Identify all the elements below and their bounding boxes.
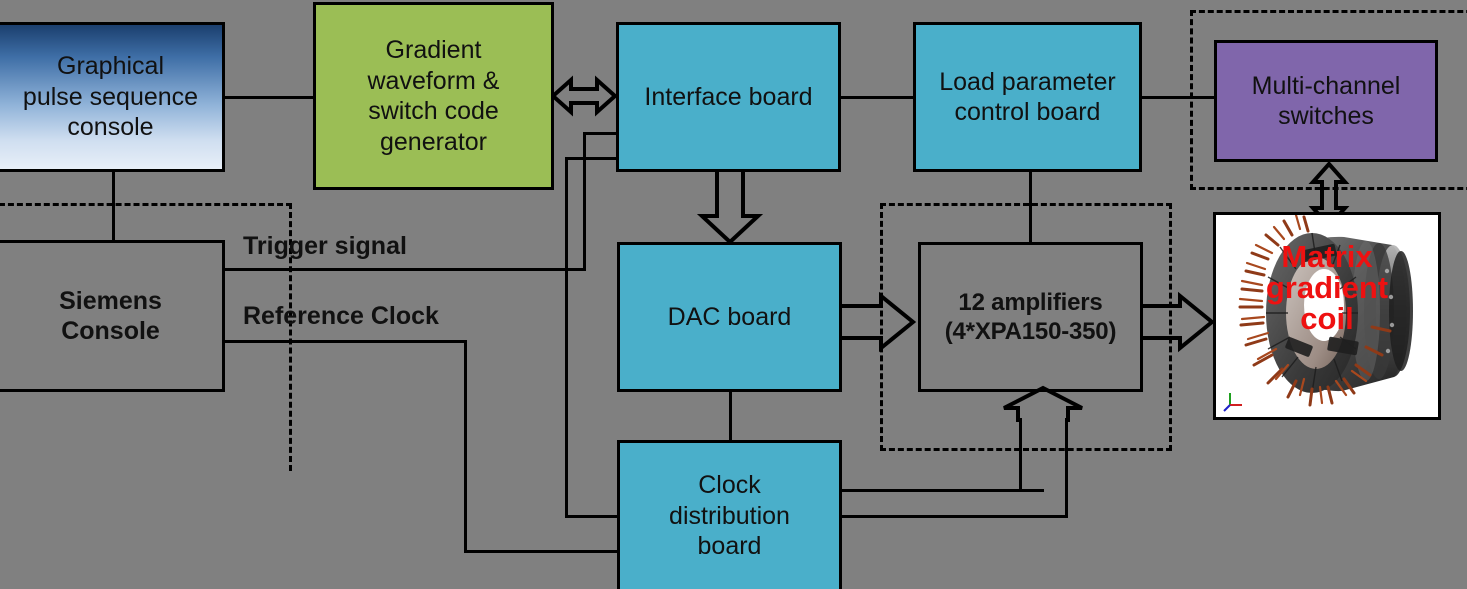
- node-matrix-gradient-coil[interactable]: Matrix gradient coil: [1213, 212, 1441, 420]
- group-siemens-console-top: [0, 203, 292, 206]
- line-trigger-into-interface: [583, 132, 618, 135]
- line-trigger-horizontal: [225, 268, 585, 271]
- group-multi-channel-switches: [1190, 10, 1467, 190]
- line-clock-to-interface-top: [565, 157, 618, 160]
- line-refclock-to-clockboard: [464, 550, 621, 553]
- node-interface-board[interactable]: Interface board: [616, 22, 841, 172]
- line-dac-to-clockboard: [729, 390, 732, 442]
- line-loadparam-to-switches: [1140, 96, 1215, 99]
- line-console-to-siemens: [112, 172, 115, 240]
- arrow-amplifiers-to-coil: [1142, 291, 1216, 353]
- line-trigger-vertical: [583, 132, 586, 271]
- line-loadparam-down-1: [1029, 172, 1032, 244]
- node-label: DAC board: [667, 302, 792, 331]
- line-clock-to-interface-horizontal: [565, 515, 623, 518]
- node-label-line2: switches: [1278, 102, 1374, 130]
- node-label-line2: distribution: [669, 501, 790, 530]
- group-siemens-console-right: [289, 203, 292, 471]
- node-label-line1: Load parameter: [939, 67, 1116, 96]
- arrow-interface-to-dac-down: [696, 172, 764, 245]
- node-label-line1: Multi-channel: [1251, 71, 1401, 100]
- node-label-line1: 12 amplifiers: [958, 288, 1103, 316]
- node-label-line1: Siemens: [59, 286, 162, 315]
- node-label-line3: switch code: [368, 97, 499, 125]
- line-clockboard-out-upper: [841, 489, 1044, 492]
- edge-label-trigger-signal: Trigger signal: [243, 232, 407, 260]
- line-refclock-vertical: [464, 340, 467, 553]
- node-label-line3: board: [697, 532, 762, 561]
- node-label-line1: Graphical: [57, 52, 164, 81]
- node-load-parameter-control-board[interactable]: Load parameter control board: [913, 22, 1142, 172]
- arrow-generator-interface-bidirectional: [549, 75, 619, 117]
- node-label-line4: generator: [379, 127, 488, 156]
- gradient-coil-rendering-icon: [1223, 215, 1413, 412]
- node-multi-channel-switches[interactable]: Multi-channel switches: [1214, 40, 1438, 162]
- node-label-line2: Console: [61, 317, 160, 345]
- node-amplifiers[interactable]: 12 amplifiers (4*XPA150-350): [918, 242, 1143, 392]
- line-clock-to-interface-vertical: [565, 157, 568, 518]
- node-label: Interface board: [644, 82, 813, 111]
- line-refclock-horizontal: [225, 340, 467, 343]
- node-label-line2: control board: [954, 98, 1101, 126]
- node-label-line2: pulse sequence: [22, 82, 199, 111]
- node-label-line3: console: [67, 113, 154, 142]
- node-label-line1: Clock: [698, 471, 761, 500]
- node-label-line1: Gradient: [385, 36, 482, 64]
- line-clockboard-out-lower: [841, 515, 1068, 518]
- node-siemens-console[interactable]: Siemens Console: [0, 240, 225, 392]
- arrow-clock-to-amplifiers-up: [1003, 385, 1083, 422]
- node-gradient-waveform-switch-code-generator[interactable]: Gradient waveform & switch code generato…: [313, 2, 554, 190]
- node-graphical-pulse-sequence-console[interactable]: Graphical pulse sequence console: [0, 22, 225, 172]
- line-console-to-generator: [225, 96, 315, 99]
- group-amplifier: [880, 203, 1172, 451]
- node-clock-distribution-board[interactable]: Clock distribution board: [617, 440, 842, 589]
- arrow-dac-to-amplifiers: [841, 291, 917, 353]
- line-interface-to-loadparam: [840, 96, 915, 99]
- edge-label-reference-clock: Reference Clock: [243, 302, 439, 330]
- line-clockboard-riser-right: [1065, 418, 1068, 518]
- line-clockboard-riser-left: [1019, 418, 1022, 492]
- node-label-line2: (4*XPA150-350): [944, 318, 1117, 345]
- node-label-line2: waveform &: [367, 66, 500, 95]
- node-dac-board[interactable]: DAC board: [617, 242, 842, 392]
